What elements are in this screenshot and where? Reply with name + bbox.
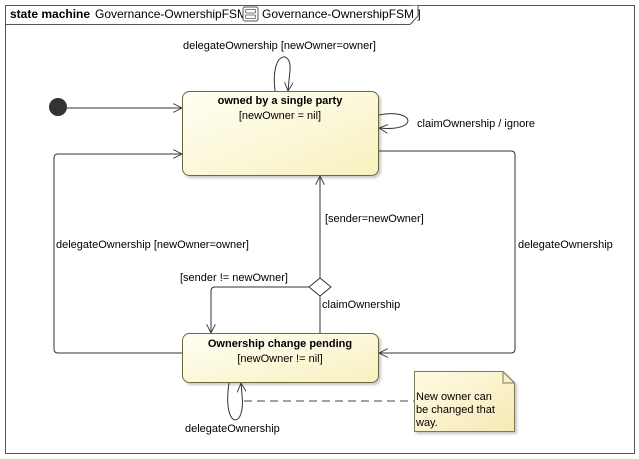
label-self-delegate-pending: delegateOwnership — [185, 423, 280, 435]
frame-ref-name: Governance-OwnershipFSM ] — [262, 7, 421, 21]
label-self-claim-owned: claimOwnership / ignore — [417, 118, 535, 130]
label-self-delegate-owned: delegateOwnership [newOwner=owner] — [183, 40, 376, 52]
transition-self-delegate-owned[interactable] — [273, 56, 290, 91]
note-fold — [502, 371, 515, 384]
note-line-1: New owner can — [416, 391, 492, 403]
frame-tab — [5, 5, 419, 25]
state-owned-box[interactable] — [182, 91, 379, 176]
state-machine-icon — [242, 6, 259, 22]
state-owned[interactable]: owned by a single party [newOwner = nil] — [182, 91, 379, 176]
transition-self-claim-owned[interactable] — [379, 113, 409, 129]
transition-pending-to-owned[interactable] — [53, 154, 182, 354]
label-choice-to-pending: [sender != newOwner] — [180, 272, 288, 284]
note-line-3: way. — [415, 417, 438, 429]
transition-owned-to-pending[interactable] — [379, 150, 516, 353]
label-pending-to-owned: delegateOwnership [newOwner=owner] — [56, 239, 249, 251]
frame-name: Governance-OwnershipFSM [ — [95, 7, 254, 21]
note-line-2: be changed that — [416, 404, 495, 416]
note[interactable]: New owner can be changed that way. — [414, 371, 515, 432]
state-pending-name: Ownership change pending — [208, 338, 352, 350]
state-pending-box[interactable] — [182, 333, 379, 383]
state-pending[interactable]: Ownership change pending [newOwner != ni… — [182, 333, 379, 383]
label-pending-to-choice: claimOwnership — [322, 299, 400, 311]
state-owned-name: owned by a single party — [218, 95, 344, 107]
label-choice-to-owned: [sender=newOwner] — [325, 213, 424, 225]
state-owned-invariant: [newOwner = nil] — [239, 110, 321, 122]
state-pending-invariant: [newOwner != nil] — [237, 353, 322, 365]
note-body[interactable] — [414, 371, 515, 432]
transition-self-delegate-pending[interactable] — [227, 383, 243, 421]
frame-keyword: state machine — [10, 7, 90, 21]
label-owned-to-pending: delegateOwnership — [518, 239, 613, 251]
initial-pseudostate — [49, 98, 67, 116]
transition-choice-to-pending[interactable] — [211, 286, 309, 333]
